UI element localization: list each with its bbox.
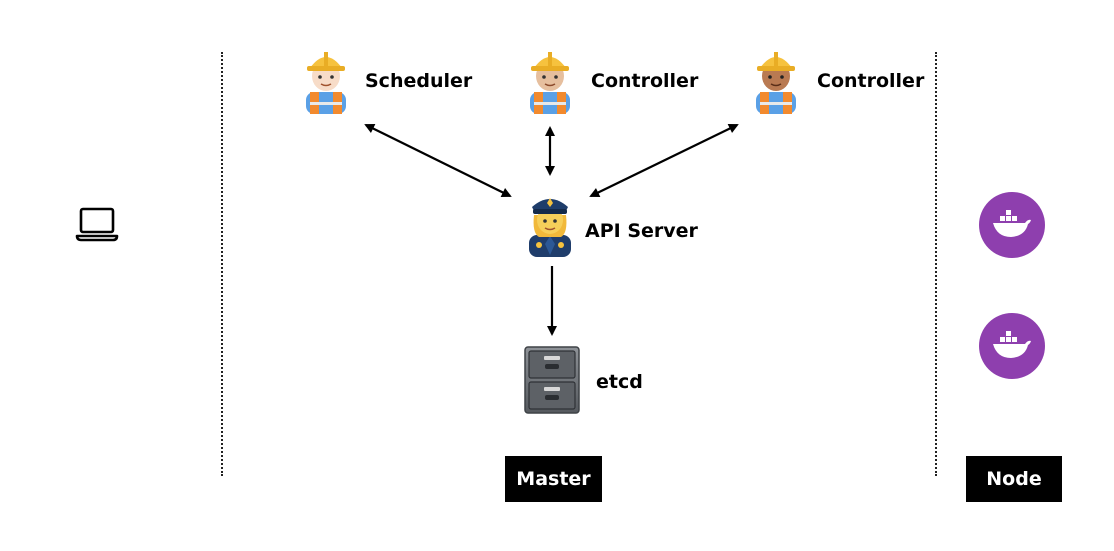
controller-label-2: Controller	[817, 70, 925, 92]
construction-worker-icon	[526, 46, 574, 114]
construction-worker-icon	[752, 46, 800, 114]
police-officer-icon	[525, 189, 575, 257]
controller2-api-arrow	[589, 124, 739, 197]
scheduler-label: Scheduler	[365, 70, 473, 92]
file-cabinet-icon	[524, 346, 580, 414]
laptop-icon	[74, 205, 120, 243]
construction-worker-icon	[302, 46, 350, 114]
api-server-label: API Server	[585, 220, 698, 242]
client-master-divider	[221, 52, 223, 476]
node-tag: Node	[966, 456, 1062, 502]
master-node-divider	[935, 52, 937, 476]
controller-label: Controller	[591, 70, 699, 92]
scheduler-api-arrow	[364, 124, 512, 197]
master-tag: Master	[505, 456, 602, 502]
docker-whale-icon	[979, 192, 1045, 258]
etcd-label: etcd	[596, 371, 643, 393]
docker-whale-icon	[979, 313, 1045, 379]
